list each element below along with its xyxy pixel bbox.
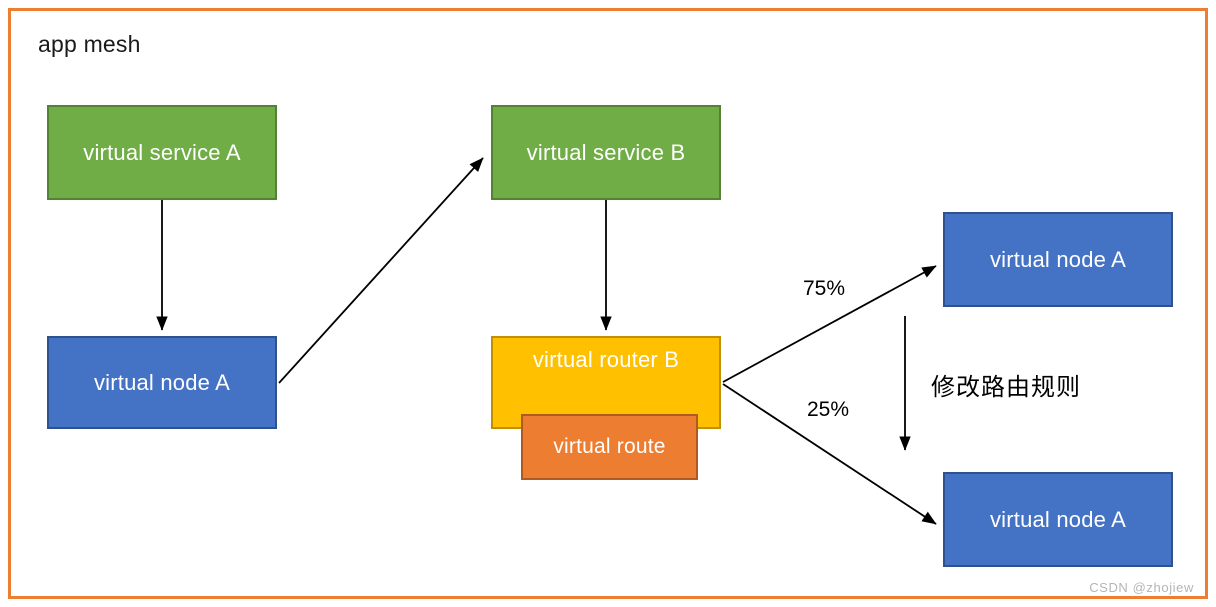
watermark: CSDN @zhojiew [1089,580,1194,595]
node-label: virtual service B [526,139,686,165]
node-virtual-service-a[interactable]: virtual service A [47,105,277,200]
node-virtual-node-a-top-right[interactable]: virtual node A [943,212,1173,307]
node-label: virtual route [553,435,666,458]
node-label: virtual node A [989,246,1127,272]
edge-label-weight-bottom: 25% [807,398,850,421]
node-virtual-node-a-left[interactable]: virtual node A [47,336,277,429]
node-label: virtual service A [83,139,241,165]
node-virtual-service-b[interactable]: virtual service B [491,105,721,200]
node-virtual-node-a-bottom-right[interactable]: virtual node A [943,472,1173,567]
app-mesh-title: app mesh [38,31,141,57]
edge-label-weight-top: 75% [803,277,846,300]
node-label: virtual node A [93,369,231,395]
edge-label-modify-routing-rule: 修改路由规则 [931,374,1081,401]
node-label: virtual node A [989,506,1127,532]
node-label: virtual router B [532,346,680,372]
node-virtual-route[interactable]: virtual route [521,414,698,480]
app-mesh-boundary [8,8,1208,599]
